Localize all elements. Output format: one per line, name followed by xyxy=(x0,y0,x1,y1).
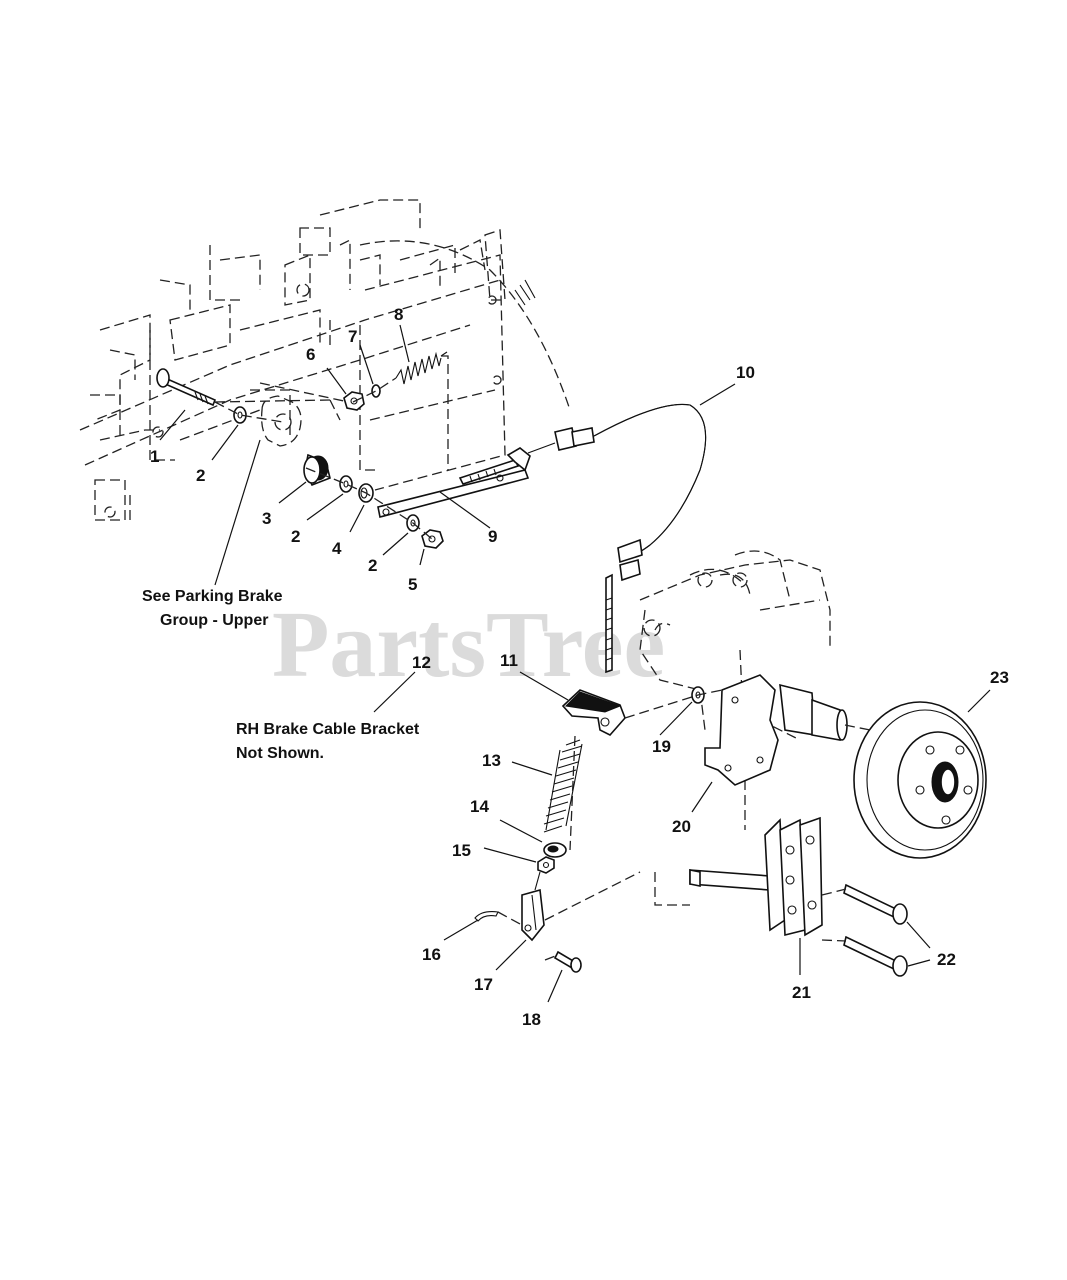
part-label-12: 12 xyxy=(412,653,431,672)
bracket-part-20 xyxy=(704,674,779,786)
spring-part-13 xyxy=(543,739,583,833)
pin-part-18 xyxy=(553,950,582,973)
part-label-5: 5 xyxy=(408,575,417,594)
washer-part-2a xyxy=(233,406,247,424)
part-label-10: 10 xyxy=(736,363,755,382)
part-label-2b: 2 xyxy=(291,527,300,546)
axle xyxy=(779,683,848,741)
parking-brake-note-line1: See Parking Brake xyxy=(142,588,283,605)
frame-phantom xyxy=(79,199,571,521)
clevis-part-17 xyxy=(521,871,545,942)
parking-brake-cam-phantom xyxy=(260,395,302,447)
cotter-pin-part-16 xyxy=(474,911,499,922)
brake-rotor-part-23 xyxy=(853,701,987,859)
washer-part-14 xyxy=(543,842,567,858)
part-label-8: 8 xyxy=(394,305,403,324)
spring-part-8 xyxy=(395,351,448,385)
part-label-6: 6 xyxy=(306,345,315,364)
part-label-18: 18 xyxy=(522,1010,541,1029)
caliper-part-21 xyxy=(689,816,823,937)
brake-cable-part-10 xyxy=(527,403,707,674)
washer-part-7 xyxy=(371,384,381,398)
part-label-14: 14 xyxy=(470,797,489,816)
nut-part-15 xyxy=(537,856,555,874)
part-label-23: 23 xyxy=(990,668,1009,687)
part-label-21: 21 xyxy=(792,983,811,1002)
bolt-part-22b xyxy=(843,935,908,977)
washer-part-2b xyxy=(339,475,353,493)
bolt-part-22a xyxy=(843,883,908,925)
part-label-2c: 2 xyxy=(368,556,377,575)
part-label-16: 16 xyxy=(422,945,441,964)
part-label-19: 19 xyxy=(652,737,671,756)
assembly-lines xyxy=(214,355,871,961)
leader-lines xyxy=(159,324,991,1003)
part-label-3: 3 xyxy=(262,509,271,528)
part-label-9: 9 xyxy=(488,527,497,546)
bolt-part-1 xyxy=(156,368,217,407)
watermark-text: PartsTree xyxy=(272,593,665,697)
part-label-15: 15 xyxy=(452,841,471,860)
part-label-2a: 2 xyxy=(196,466,205,485)
part-labels: 1 2 2 2 3 4 5 6 7 8 9 10 11 12 13 14 15 … xyxy=(150,305,1009,1029)
part-label-22: 22 xyxy=(937,950,956,969)
part-label-7: 7 xyxy=(348,327,357,346)
part-label-1: 1 xyxy=(150,447,159,466)
part-label-20: 20 xyxy=(672,817,691,836)
callout-notes: See Parking Brake Group - Upper RH Brake… xyxy=(142,588,420,762)
part-label-4: 4 xyxy=(332,539,342,558)
part-label-13: 13 xyxy=(482,751,501,770)
rh-bracket-note-line1: RH Brake Cable Bracket xyxy=(236,721,420,738)
rh-bracket-note-line2: Not Shown. xyxy=(236,745,324,762)
part-label-11: 11 xyxy=(500,651,518,670)
brake-rod-part-9 xyxy=(377,447,531,518)
brake-arm-part-11 xyxy=(561,689,626,736)
part-label-17: 17 xyxy=(474,975,493,994)
spacer-part-3 xyxy=(303,453,331,487)
parking-brake-note-line2: Group - Upper xyxy=(160,612,268,629)
